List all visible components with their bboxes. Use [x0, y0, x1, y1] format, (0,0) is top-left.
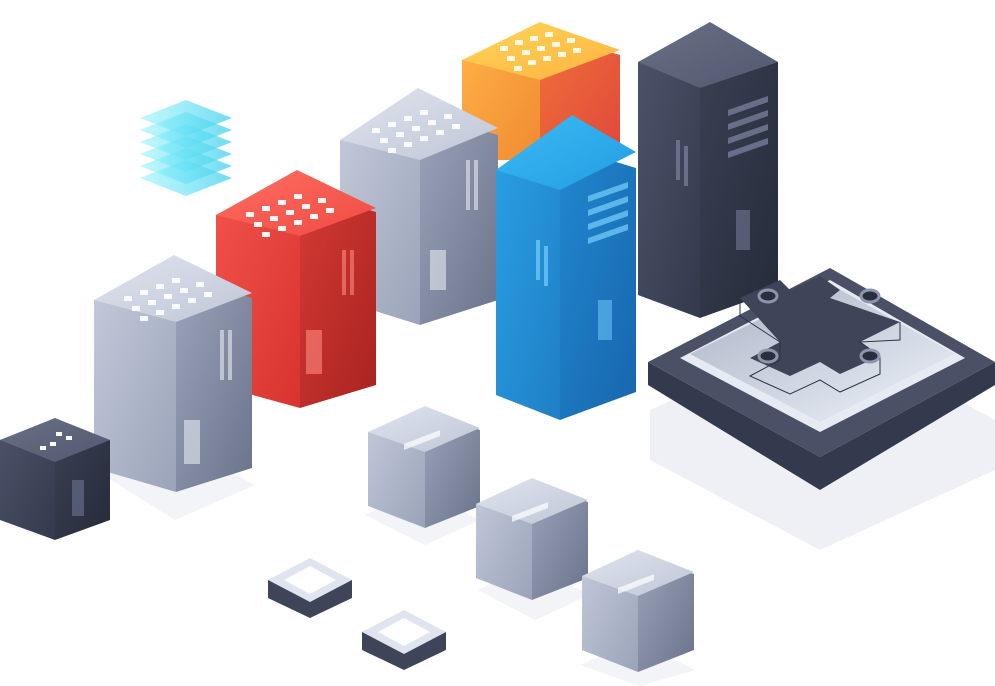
silver-tower-tall [340, 88, 498, 325]
silver-cube [368, 406, 480, 528]
platform-plus-icon [648, 268, 995, 490]
blue-tower [496, 115, 636, 420]
navy-tower [638, 22, 778, 318]
plus-screw-icons [757, 288, 881, 364]
small-chip [362, 610, 446, 670]
silver-cube [476, 478, 588, 600]
silver-cube [582, 550, 694, 672]
teal-layer-stack-icon [140, 100, 232, 196]
small-chip [268, 558, 352, 618]
silver-tower-short [94, 255, 252, 492]
small-navy-cube [0, 418, 110, 540]
